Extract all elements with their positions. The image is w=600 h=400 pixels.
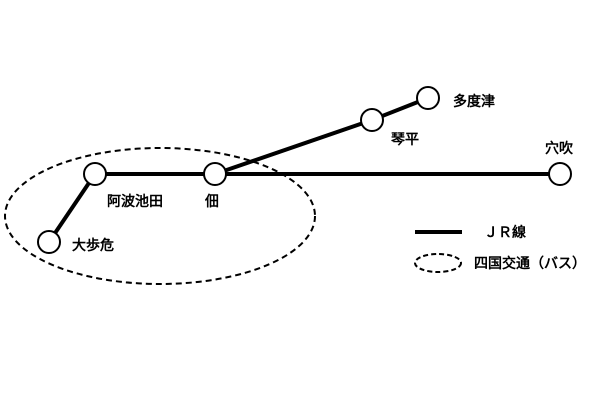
station-tadotsu-marker	[416, 86, 440, 110]
bus-service-area	[4, 147, 316, 285]
station-kotohira-label: 琴平	[391, 132, 419, 148]
station-anabuki-label: 穴吹	[545, 140, 574, 157]
legend-bus-label: 四国交通（バス）	[474, 255, 586, 272]
station-awa-ikeda-marker	[83, 162, 107, 186]
legend-bus-swatch	[414, 253, 462, 273]
station-tsukuda-label: 佃	[204, 193, 219, 210]
station-tadotsu-label: 多度津	[453, 93, 495, 110]
station-anabuki-marker	[548, 162, 572, 186]
legend-jr-line-label: ＪＲ線	[484, 224, 526, 241]
station-oboke-label: 大歩危	[72, 237, 114, 254]
station-awa-ikeda-label: 阿波池田	[107, 193, 163, 210]
station-tsukuda-marker	[203, 162, 227, 186]
station-oboke-marker	[37, 230, 61, 254]
station-kotohira-marker	[360, 108, 384, 132]
jr-line-oboke-ikeda	[47, 172, 97, 244]
jr-line-tsukuda-kotohira	[214, 118, 373, 176]
